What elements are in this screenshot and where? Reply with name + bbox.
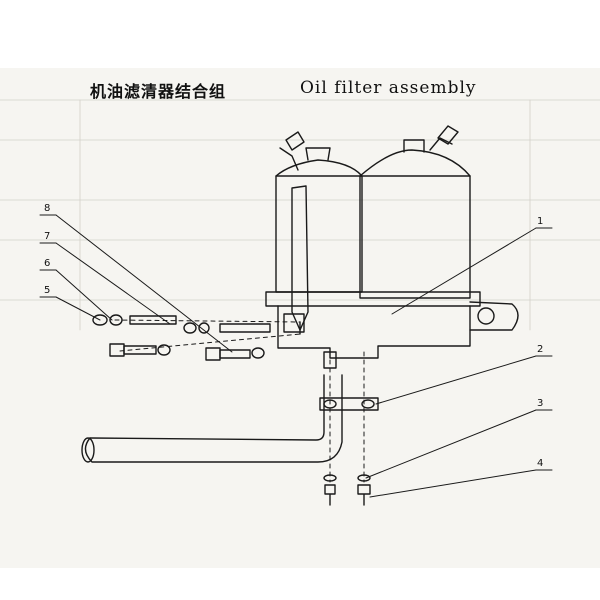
callout-4: 4 [537,458,543,469]
inlet-pipe [81,374,343,463]
upper-hardware [92,314,271,334]
callout-numbers: 1 2 3 4 5 6 7 8 [44,203,543,469]
callout-7: 7 [44,231,50,242]
callout-6: 6 [44,258,50,269]
callout-1: 1 [537,216,543,227]
callout-8: 8 [44,203,50,214]
callout-3: 3 [537,398,543,409]
background-table-lines [0,99,600,331]
title-chinese: 机油滤清器结合组 [90,82,227,101]
lower-bolts [324,484,371,506]
lower-hardware [109,343,265,361]
right-filter-canister [359,125,471,299]
leader-lines [39,214,553,498]
alignment-lines [114,319,365,483]
flange-gasket [319,397,379,411]
callout-5: 5 [44,285,50,296]
paper-sheet [0,68,600,568]
title-english: Oil filter assembly [300,78,477,98]
lower-washers [323,474,371,482]
filter-base [265,291,519,369]
callout-2: 2 [537,344,543,355]
